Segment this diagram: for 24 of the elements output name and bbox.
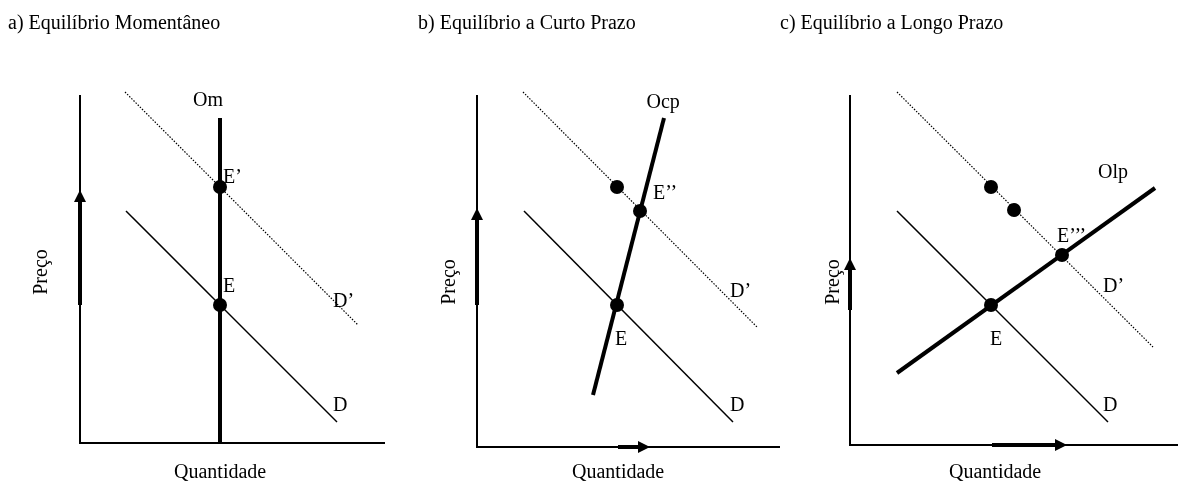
curve-label: D (730, 393, 745, 415)
point-label: E’’’ (1057, 224, 1087, 246)
axis-label: Preço (436, 259, 459, 305)
curve-label: D’ (1103, 274, 1125, 296)
point-label: E’ (223, 165, 242, 187)
panel-title: a) Equilíbrio Momentâneo (8, 11, 221, 33)
curve-label: D (333, 393, 348, 415)
point-label: E (223, 274, 236, 296)
curve-label: D’ (730, 279, 752, 301)
curve-label: D’ (333, 289, 355, 311)
point-label: E (615, 327, 628, 349)
point-label: E’’ (653, 181, 678, 203)
curve-label: Ocp (646, 90, 680, 112)
panel-title: c) Equilíbrio a Longo Prazo (780, 11, 1004, 33)
axis-label: Preço (28, 249, 51, 295)
curve-label: D (1103, 393, 1118, 415)
axis-label: Quantidade (572, 460, 665, 482)
panel-title: b) Equilíbrio a Curto Prazo (418, 11, 636, 33)
point-label: E (990, 327, 1003, 349)
axis-label: Preço (820, 259, 843, 305)
curve-label: Olp (1098, 160, 1128, 182)
curve-label: Om (193, 88, 223, 110)
axis-label: Quantidade (949, 460, 1042, 482)
axis-label: Quantidade (174, 460, 267, 482)
